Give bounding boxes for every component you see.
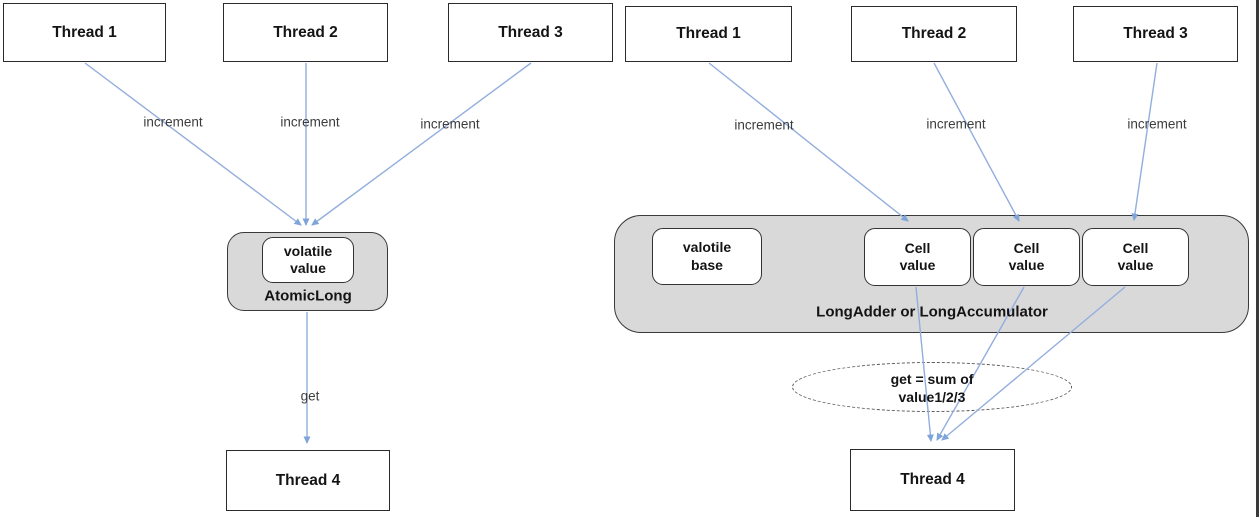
- right-increment-label-1: increment: [734, 117, 794, 133]
- left-thread-1-label: Thread 1: [52, 23, 117, 41]
- left-thread-1-box: Thread 1: [3, 3, 166, 62]
- left-increment-label-1: increment: [143, 114, 203, 130]
- volatile-value-box: volatile value: [262, 237, 354, 283]
- value-line: value: [290, 260, 326, 276]
- right-thread-3-label: Thread 3: [1123, 25, 1188, 42]
- cell-value-box-3: Cell value: [1082, 228, 1189, 286]
- sum-note-line-1: get = sum of: [890, 370, 974, 387]
- right-thread-4-box: Thread 4: [850, 449, 1015, 511]
- right-thread-2-box: Thread 2: [851, 6, 1017, 62]
- screenshot-right-border: [1256, 0, 1259, 517]
- cell-1-line-1: Cell: [904, 239, 931, 256]
- right-thread-3-box: Thread 3: [1073, 6, 1238, 62]
- cell-value-box-1: Cell value: [864, 228, 971, 286]
- cell-1-line-2: value: [899, 257, 936, 273]
- longadder-label: LongAdder or LongAccumulator: [816, 303, 1048, 321]
- base-line: base: [691, 256, 723, 273]
- left-thread-4-box: Thread 4: [226, 450, 390, 511]
- cell-value-box-2: Cell value: [973, 228, 1080, 286]
- cell-3-line-2: value: [1117, 257, 1154, 273]
- sum-note-text: get = sum of value1/2/3: [891, 370, 974, 406]
- right-thread-1-box: Thread 1: [625, 6, 792, 62]
- left-thread-3-label: Thread 3: [498, 23, 563, 41]
- cell-2-line-1: Cell: [1013, 239, 1040, 256]
- sum-note-line-2: value1/2/3: [898, 389, 966, 405]
- right-increment-label-3: increment: [1127, 116, 1187, 132]
- left-increment-label-3: increment: [420, 116, 480, 132]
- left-thread-4-label: Thread 4: [275, 471, 341, 489]
- cell-2-line-2: value: [1008, 257, 1045, 273]
- right-thread-2-label: Thread 2: [901, 25, 967, 42]
- sum-note-ellipse: [792, 362, 1072, 412]
- right-thread-1-label: Thread 1: [676, 25, 741, 42]
- volatile-line: volatile: [283, 242, 333, 259]
- valotile-line: valotile: [682, 239, 732, 255]
- right-increment-label-2: increment: [926, 116, 986, 132]
- cell-3-line-1: Cell: [1122, 239, 1149, 256]
- left-thread-2-label: Thread 2: [273, 23, 338, 41]
- get-label: get: [300, 388, 320, 404]
- left-thread-3-box: Thread 3: [448, 3, 613, 62]
- atomiclong-label: AtomicLong: [264, 287, 352, 305]
- right-thread-4-label: Thread 4: [900, 471, 965, 488]
- valotile-base-box: valotile base: [652, 228, 762, 285]
- left-thread-2-box: Thread 2: [223, 3, 388, 62]
- left-increment-label-2: increment: [280, 114, 340, 130]
